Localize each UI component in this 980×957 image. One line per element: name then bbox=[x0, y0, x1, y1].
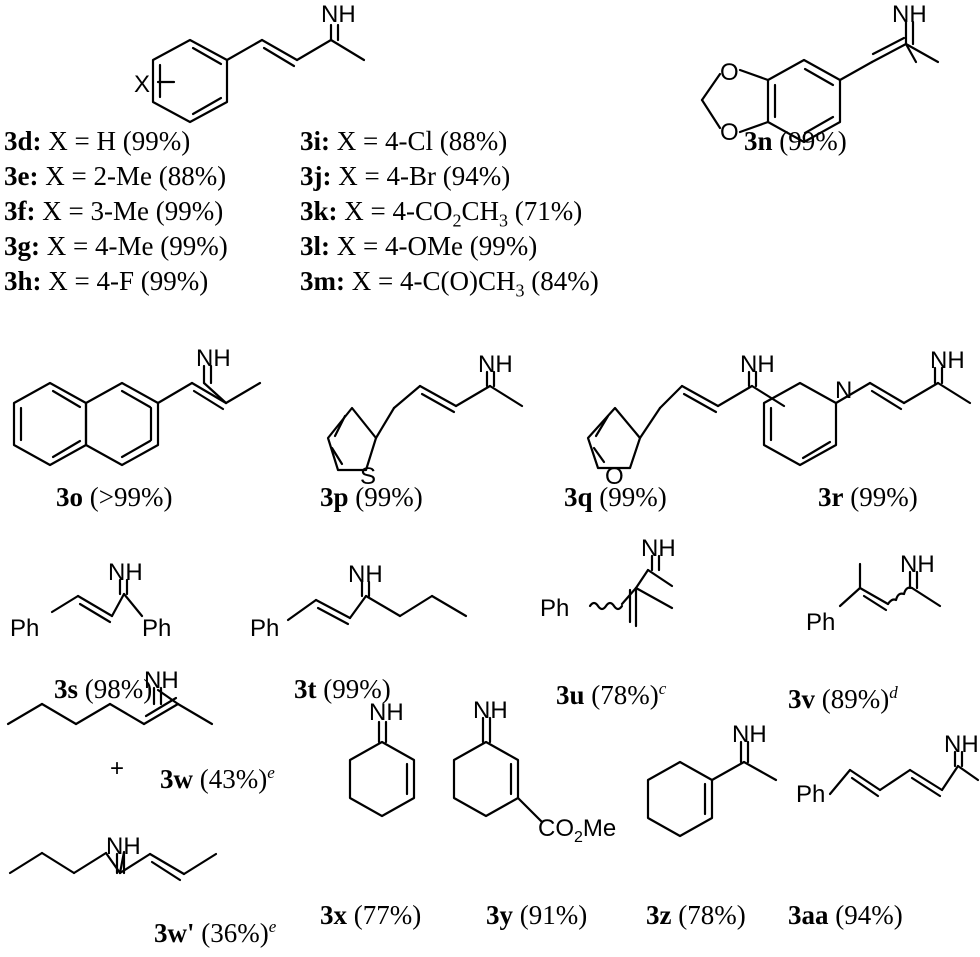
dienimine-structure bbox=[828, 750, 980, 798]
phenyl-label: Ph bbox=[540, 595, 569, 622]
caption-3j: 3j: X = 4-Br (94%) bbox=[300, 161, 511, 191]
imine-label: NH bbox=[641, 535, 676, 562]
imine-label: NH bbox=[473, 697, 508, 724]
phenyl-label: Ph bbox=[250, 615, 279, 642]
imine-label: NH bbox=[369, 699, 404, 726]
caption-3z: 3z (78%) bbox=[646, 900, 746, 930]
methyl-phenyl-butenimine-structure bbox=[838, 562, 942, 612]
atom-labels: NH X NH O O NH NH S NH O NH N NH Ph Ph N… bbox=[10, 1, 979, 860]
caption-3r: 3r (99%) bbox=[818, 482, 918, 512]
ester-label: CO2Me bbox=[538, 815, 616, 846]
aryl-imine-structure bbox=[151, 23, 366, 124]
caption-3y: 3y (91%) bbox=[486, 900, 588, 930]
caption-3h: 3h: X = 4-F (99%) bbox=[4, 266, 209, 296]
imine-label: NH bbox=[108, 559, 143, 586]
substituent-x-label: X bbox=[134, 71, 150, 98]
caption-3g: 3g: X = 4-Me (99%) bbox=[4, 231, 228, 261]
caption-3u: 3u (78%)c bbox=[556, 679, 667, 710]
caption-3e: 3e: X = 2-Me (88%) bbox=[4, 161, 227, 191]
caption-3w: 3w (43%)e bbox=[160, 763, 275, 794]
oxygen-label: O bbox=[720, 119, 739, 146]
caption-3aa: 3aa (94%) bbox=[788, 900, 903, 930]
octenimine-structure bbox=[6, 686, 214, 726]
imine-label: NH bbox=[196, 345, 231, 372]
imine-label: NH bbox=[478, 351, 513, 378]
caption-3p: 3p (99%) bbox=[320, 482, 423, 512]
caption-3d: 3d: X = H (99%) bbox=[4, 126, 191, 156]
imine-label: NH bbox=[892, 1, 927, 28]
cyclohexenyl-imine-structure bbox=[646, 740, 778, 838]
caption-3w-prime: 3w' (36%)e bbox=[154, 917, 277, 948]
caption-3s: 3s (98%) bbox=[54, 674, 153, 704]
sulfur-label: S bbox=[360, 463, 376, 490]
oxygen-label: O bbox=[605, 463, 624, 490]
plus-sign: + bbox=[110, 755, 124, 782]
caption-3v: 3v (89%)d bbox=[788, 683, 898, 714]
caption-3q: 3q (99%) bbox=[564, 482, 667, 512]
imine-label: NH bbox=[930, 347, 965, 374]
caption-3l: 3l: X = 4-OMe (99%) bbox=[300, 231, 538, 261]
caption-3f: 3f: X = 3-Me (99%) bbox=[4, 196, 224, 226]
imine-label: NH bbox=[106, 833, 141, 860]
nitrogen-label: N bbox=[835, 377, 852, 404]
imine-label: NH bbox=[900, 551, 935, 578]
caption-3m: 3m: X = 4-C(O)CH3 (84%) bbox=[300, 266, 599, 301]
phenyl-label: Ph bbox=[796, 781, 825, 808]
octenimine-isomer-structure bbox=[8, 850, 218, 882]
imine-label: NH bbox=[348, 561, 383, 588]
phenyl-label: Ph bbox=[142, 615, 171, 642]
imine-label: NH bbox=[321, 1, 356, 28]
caption-3o: 3o (>99%) bbox=[56, 482, 173, 512]
furyl-structure bbox=[586, 370, 786, 470]
imine-label: NH bbox=[144, 667, 179, 694]
cyclohexenimine-structure bbox=[348, 720, 416, 818]
caption-3i: 3i: X = 4-Cl (88%) bbox=[300, 126, 508, 156]
phenyl-label: Ph bbox=[806, 609, 835, 636]
caption-3x: 3x (77%) bbox=[320, 900, 422, 930]
caption-3k: 3k: X = 4-CO2CH3 (71%) bbox=[300, 196, 583, 231]
phenyl-heptenimine-structure bbox=[286, 580, 468, 626]
diphenyl-imine-structure bbox=[50, 578, 144, 624]
imine-label: NH bbox=[740, 351, 775, 378]
phenyl-label: Ph bbox=[10, 615, 39, 642]
cyclohexenimine-ester-structure bbox=[452, 716, 544, 824]
naphthyl-structure bbox=[12, 364, 262, 467]
caption-3t: 3t (99%) bbox=[294, 674, 391, 704]
pyridyl-structure bbox=[762, 366, 972, 467]
methyl-phenyl-imine-structure bbox=[588, 554, 674, 628]
oxygen-label: O bbox=[720, 59, 739, 86]
benzodioxole-structure bbox=[700, 20, 940, 144]
imine-label: NH bbox=[732, 721, 767, 748]
caption-3n: 3n (99%) bbox=[744, 126, 847, 156]
imine-label: NH bbox=[944, 731, 979, 758]
thienyl-structure bbox=[326, 370, 524, 472]
